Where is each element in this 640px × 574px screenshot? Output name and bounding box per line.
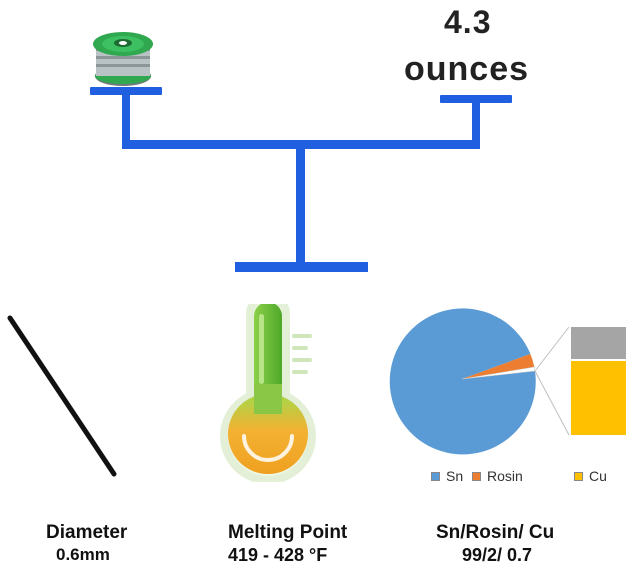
legend-item-cu: Cu bbox=[574, 468, 607, 484]
legend-label-sn: Sn bbox=[446, 468, 464, 484]
weight-value: 4.3 bbox=[444, 4, 492, 40]
legend-item-sn: Sn bbox=[431, 468, 463, 484]
composition-label: Sn/Rosin/ Cu bbox=[436, 522, 555, 543]
legend-label-cu: Cu bbox=[589, 468, 607, 484]
legend-swatch-rosin bbox=[472, 471, 481, 481]
diameter-value: 0.6mm bbox=[56, 545, 110, 564]
weight-unit: ounces bbox=[404, 50, 530, 88]
scale-icon bbox=[90, 87, 512, 272]
melting-point-value: 419 - 428 °F bbox=[228, 545, 328, 565]
composition-value: 99/2/ 0.7 bbox=[462, 545, 533, 565]
pie-chart-icon bbox=[389, 308, 626, 455]
wire-line-icon bbox=[7, 315, 117, 477]
melting-point-label: Melting Point bbox=[228, 522, 348, 543]
thermometer-icon bbox=[220, 304, 316, 482]
legend-swatch-sn bbox=[431, 471, 440, 481]
solder-spool-icon bbox=[93, 32, 153, 86]
diameter-label: Diameter bbox=[46, 522, 128, 543]
legend-label-rosin: Rosin bbox=[487, 468, 523, 484]
legend-item-rosin: Rosin bbox=[472, 468, 523, 484]
legend-swatch-cu bbox=[574, 471, 583, 481]
